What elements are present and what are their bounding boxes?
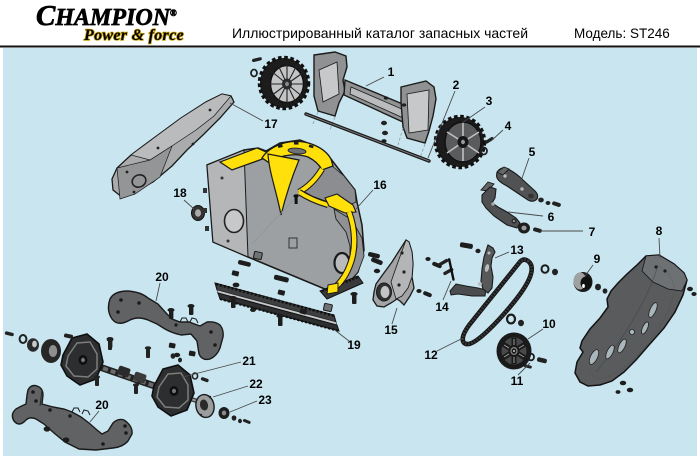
svg-text:23: 23 [258, 393, 272, 407]
svg-text:11: 11 [511, 374, 524, 388]
svg-text:Модель: ST246: Модель: ST246 [574, 26, 670, 41]
svg-text:18: 18 [173, 186, 187, 200]
svg-text:15: 15 [384, 323, 398, 337]
svg-text:9: 9 [594, 252, 601, 266]
svg-text:20: 20 [95, 398, 109, 412]
svg-text:2: 2 [453, 78, 460, 92]
svg-text:4: 4 [505, 119, 512, 133]
svg-text:1: 1 [388, 65, 395, 79]
svg-text:10: 10 [542, 317, 556, 331]
svg-text:20: 20 [155, 270, 169, 284]
svg-text:13: 13 [510, 243, 524, 257]
svg-text:6: 6 [548, 210, 555, 224]
svg-text:Power & force: Power & force [83, 27, 184, 44]
svg-text:Иллюстрированный каталог запас: Иллюстрированный каталог запасных частей [232, 25, 528, 41]
svg-text:CHAMPION®: CHAMPION® [36, 0, 177, 32]
svg-text:17: 17 [264, 117, 278, 131]
svg-text:7: 7 [589, 225, 596, 239]
svg-text:21: 21 [242, 354, 256, 368]
svg-text:19: 19 [347, 338, 361, 352]
svg-text:5: 5 [529, 145, 536, 159]
svg-text:3: 3 [486, 94, 493, 108]
svg-text:14: 14 [435, 300, 449, 314]
svg-text:16: 16 [373, 178, 387, 192]
svg-text:12: 12 [424, 348, 438, 362]
svg-text:22: 22 [249, 377, 263, 391]
svg-text:8: 8 [656, 224, 663, 238]
